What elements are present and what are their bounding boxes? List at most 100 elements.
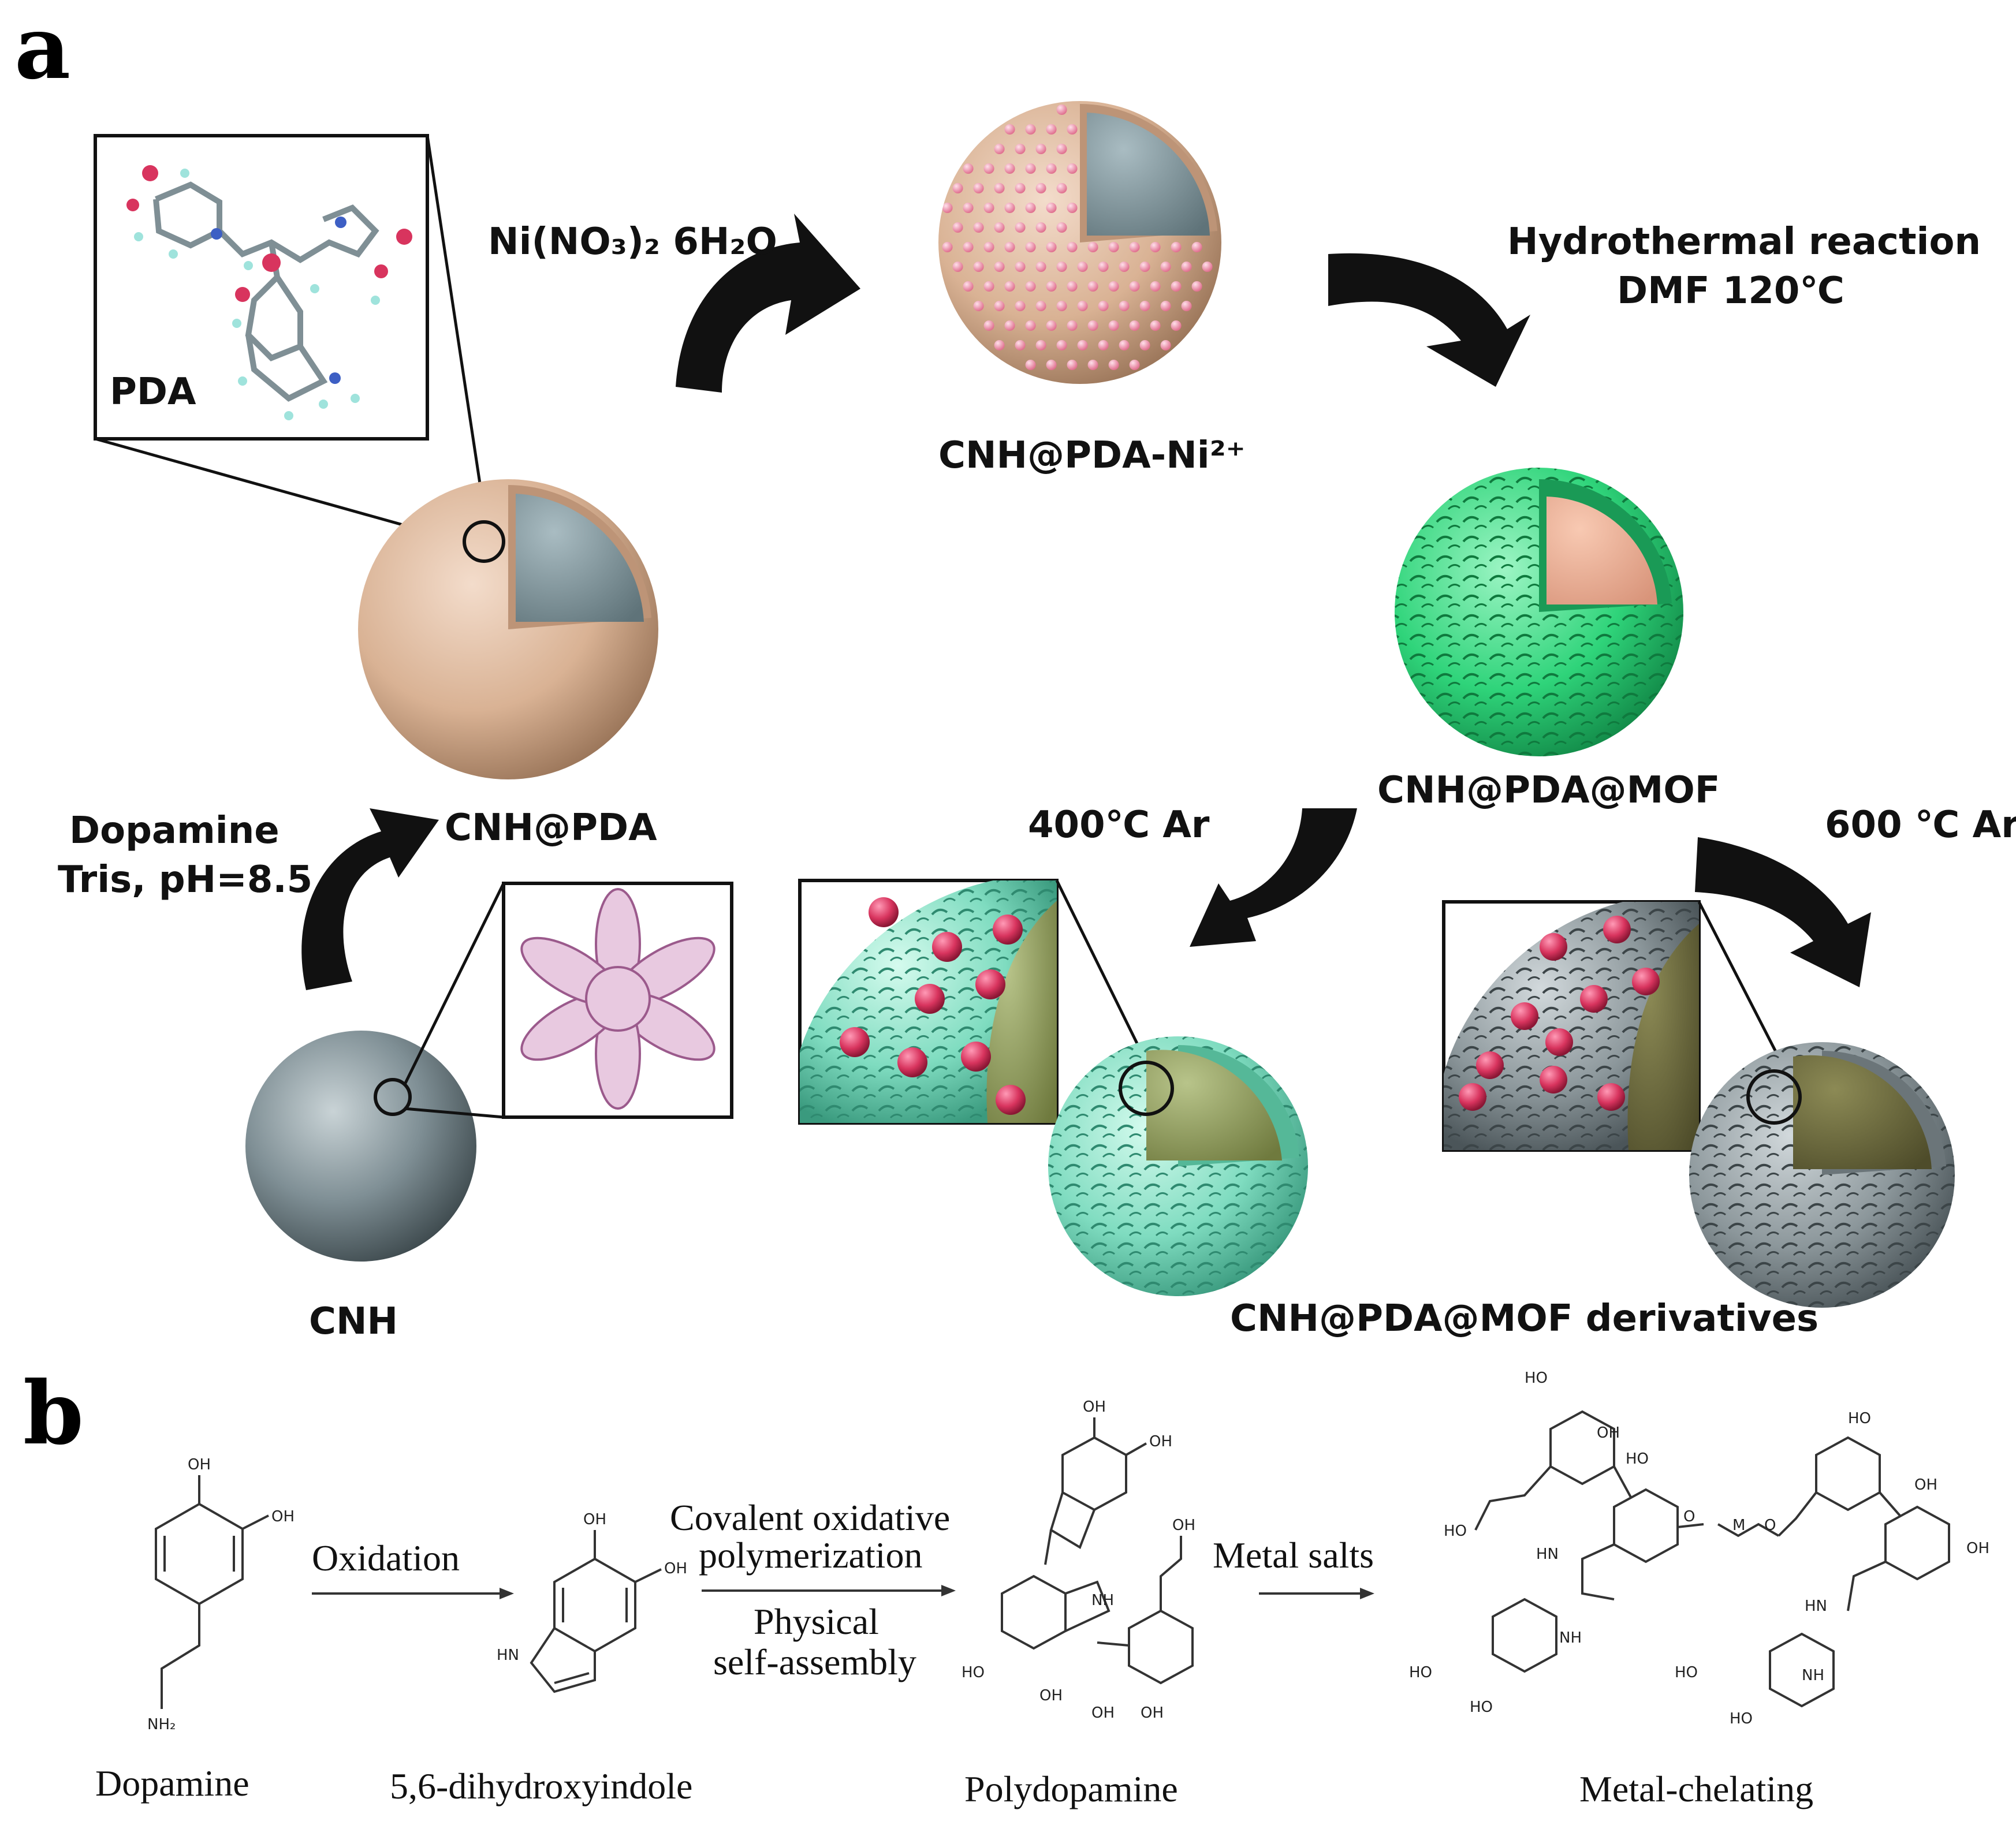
pd-oh-4: OH (1039, 1687, 1063, 1704)
dhi-name: 5,6-dihydroxyindole (390, 1766, 692, 1807)
cnh-sphere (245, 1031, 476, 1262)
ni-ion-dot (1181, 301, 1192, 311)
dhi-oh-top: OH (583, 1511, 606, 1528)
dopamine-condition-line2: Tris, pH=8.5 (58, 859, 312, 901)
ni-ion-dot (1046, 281, 1057, 292)
ni-ion-dot (1077, 340, 1088, 350)
dopamine-condition-line1: Dopamine (69, 809, 280, 852)
ni-ion-dot (994, 222, 1005, 233)
inset-600-zoom (1442, 900, 1701, 1152)
ni-ion-dot (1171, 242, 1182, 252)
mc-ho-4: HO (1848, 1410, 1871, 1427)
ni-ion-dot (1056, 340, 1067, 350)
nanoparticle (961, 1042, 991, 1072)
ni-ion-dot (983, 320, 994, 331)
mc-o-1: O (1683, 1508, 1695, 1525)
ni-ion-dot (1067, 124, 1078, 135)
ni-ion-dot (1015, 222, 1026, 233)
ni-ion-dot (1098, 340, 1109, 350)
cnh-pda-mof-sphere (1395, 468, 1683, 756)
ni-ion-dot (1108, 320, 1119, 331)
ni-ion-dot (1160, 340, 1171, 350)
cnh-pda-ni-label: CNH@PDA-Ni²⁺ (938, 434, 1246, 477)
nanoparticle (1545, 1028, 1573, 1056)
covalent-label-line2: polymerization (699, 1535, 922, 1576)
ni-ion-dot (994, 144, 1005, 154)
arrow-ni-to-mof (1328, 253, 1530, 387)
nanoparticle (897, 1047, 927, 1077)
metal-chelating-name: Metal-chelating (1579, 1768, 1813, 1809)
dopamine-nh2: NH₂ (147, 1716, 176, 1733)
ni-ion-dot (1025, 203, 1036, 213)
ni-ion-dot (952, 262, 963, 272)
ni-ion-dot (1119, 340, 1130, 350)
nanohorn-inset (502, 882, 733, 1119)
ni-ion-dot (1056, 183, 1067, 193)
ni-ion-dot (1035, 183, 1046, 193)
ni-ion-dot (1025, 163, 1036, 174)
ni-ion-dot (983, 281, 994, 292)
ni-ion-dot (994, 183, 1005, 193)
dhi-hn: HN (497, 1647, 519, 1664)
ni-ion-dot (1035, 301, 1046, 311)
ni-ion-dot (1160, 262, 1171, 272)
ni-ion-dot (1067, 203, 1078, 213)
ni-ion-dot (1139, 340, 1150, 350)
ni-ion-dot (963, 163, 974, 174)
ni-ion-dot (963, 203, 974, 213)
ni-ion-dot (1046, 163, 1057, 174)
ni-ion-dot (1171, 320, 1182, 331)
ni-ion-dot (1035, 340, 1046, 350)
dopamine-oh-top: OH (188, 1456, 211, 1473)
nanoparticle (1597, 1083, 1625, 1111)
ni-ion-dot (1129, 242, 1140, 252)
ni-ion-dot (1056, 262, 1067, 272)
ni-ion-dot (1077, 301, 1088, 311)
ni-ion-dot (1098, 262, 1109, 272)
ni-ion-dot (983, 163, 994, 174)
ni-ion-dot (1004, 163, 1015, 174)
hydrothermal-condition-line2: DMF 120℃ (1617, 270, 1844, 312)
ni-ion-dot (1191, 242, 1202, 252)
curved-arrows (301, 214, 1871, 990)
ni-ion-dot (1025, 281, 1036, 292)
ni-ion-dot (1119, 262, 1130, 272)
ni-ion-dot (1025, 242, 1036, 252)
ni-ion-dot (973, 301, 984, 311)
ni-ion-dot (1004, 242, 1015, 252)
pd-nh: NH (1091, 1592, 1114, 1609)
ni-ion-dot (1150, 242, 1161, 252)
arrow-mof-to-600 (1695, 837, 1871, 987)
polydopamine-name: Polydopamine (964, 1768, 1178, 1809)
product-400-sphere (1048, 1036, 1308, 1296)
ni-ion-dot (1046, 320, 1057, 331)
ni-ion-dot (1046, 242, 1057, 252)
ni-ion-dot (1108, 281, 1119, 292)
pd-oh-5: OH (1091, 1704, 1115, 1722)
nanoparticle (1540, 933, 1567, 961)
ni-ion-dot (1056, 222, 1067, 233)
ni-ion-dot (994, 262, 1005, 272)
ni-ion-dot (973, 262, 984, 272)
mc-ho-1: HO (1525, 1369, 1548, 1387)
ni-ion-dot (983, 242, 994, 252)
dhi-structure: OH OH HN (497, 1511, 687, 1693)
ni-ion-dot (1129, 360, 1140, 370)
ni-ion-dot (1056, 301, 1067, 311)
mc-hn-1: HN (1536, 1546, 1559, 1563)
mc-o-2: O (1764, 1517, 1776, 1534)
ni-ion-dot (983, 203, 994, 213)
inset-400-zoom (798, 879, 1059, 1125)
nanoparticle (1459, 1083, 1486, 1111)
hydrothermal-condition-line1: Hydrothermal reaction (1507, 221, 1981, 263)
ni-ion-dot (1150, 281, 1161, 292)
ni-ion-dot (1015, 262, 1026, 272)
nickel-salt-condition: Ni(NO₃)₂ 6H₂O (488, 221, 777, 263)
ni-ion-dot (942, 242, 953, 252)
ni-ion-dot (963, 242, 974, 252)
ni-ion-dot (1129, 281, 1140, 292)
cnh-pda-mof-label: CNH@PDA@MOF (1377, 769, 1720, 812)
ni-ion-dot (1067, 360, 1078, 370)
metal-chelating-structure: HO OH HO HO HN NH O M O HO OH OH HN NH H… (1409, 1369, 1989, 1727)
derivatives-label: CNH@PDA@MOF derivatives (1230, 1297, 1819, 1340)
